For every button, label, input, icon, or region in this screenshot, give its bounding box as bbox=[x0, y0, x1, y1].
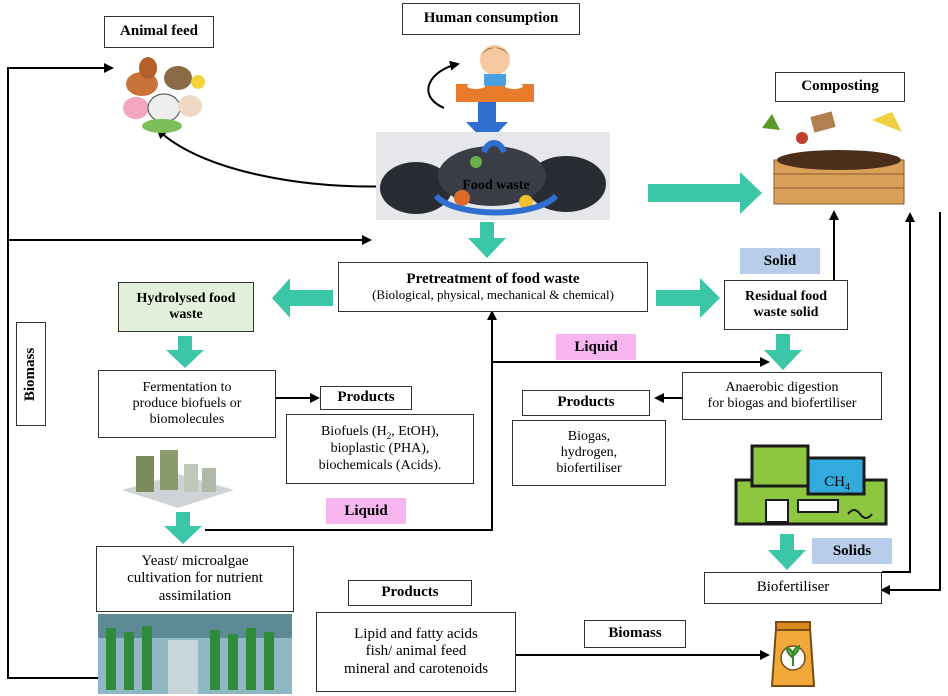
ch4-sub: 4 bbox=[844, 482, 850, 493]
products-bottom-box: Products bbox=[348, 580, 472, 606]
food-waste-pile bbox=[376, 132, 610, 220]
liquid-loop-to-pretreatment bbox=[205, 310, 497, 531]
products-bottom-label: Products bbox=[381, 584, 439, 601]
biomass-side-box: Biomass bbox=[16, 322, 46, 426]
food-waste-to-animal-feed bbox=[156, 128, 399, 188]
biofuels-suffix: , EtOH), bbox=[391, 424, 440, 440]
products-right-label: Products bbox=[557, 394, 615, 411]
fertiliser-bag-icon bbox=[770, 618, 816, 690]
composting-label: Composting bbox=[801, 78, 879, 95]
arrow-food-waste-to-pretreatment bbox=[468, 222, 506, 258]
arrow-to-yeast bbox=[164, 512, 202, 544]
fermentation-box: Fermentation to produce biofuels or biom… bbox=[98, 370, 276, 438]
fermentation-plant-illustration bbox=[118, 446, 236, 510]
mineral-line: mineral and carotenoids bbox=[343, 660, 489, 677]
bioplastic-line: bioplastic (PHA), bbox=[330, 441, 430, 457]
solid-tag: Solid bbox=[740, 248, 820, 274]
solid-label: Solid bbox=[763, 252, 797, 269]
ch4-label: CH4 bbox=[810, 474, 864, 493]
biofuels-box: Biofuels (H2, EtOH), bioplastic (PHA), b… bbox=[286, 414, 474, 484]
composting-box: Composting bbox=[775, 72, 905, 102]
arrow-to-composting bbox=[648, 172, 762, 214]
yeast-line3: assimilation bbox=[158, 587, 232, 604]
pretreatment-box: Pretreatment of food waste (Biological, … bbox=[338, 262, 648, 312]
fermentation-line1: Fermentation to bbox=[142, 379, 232, 395]
fermentation-line2: produce biofuels or bbox=[132, 395, 242, 411]
animals-illustration bbox=[118, 50, 210, 136]
pretreatment-title: Pretreatment of food waste bbox=[406, 270, 580, 287]
composting-to-biofertiliser bbox=[880, 212, 941, 595]
lipid-box: Lipid and fatty acids fish/ animal feed … bbox=[316, 612, 516, 692]
products-left-box: Products bbox=[320, 386, 412, 410]
biogas-line: Biogas, bbox=[567, 428, 611, 444]
biofertiliser-box-label: Biofertiliser bbox=[756, 579, 830, 596]
animal-feed-label: Animal feed bbox=[120, 23, 198, 40]
hydrolysed-line2: waste bbox=[169, 307, 203, 322]
products-right-box: Products bbox=[522, 390, 650, 416]
biofuels-prefix: Biofuels (H bbox=[320, 424, 387, 440]
biomass-side-label: Biomass bbox=[22, 347, 39, 401]
anaerobic-line2: for biogas and biofertiliser bbox=[707, 396, 857, 411]
solids-tag: Solids bbox=[812, 538, 892, 564]
biofuels-line: Biofuels (H2, EtOH), bbox=[321, 424, 439, 441]
biofertiliser-item-line: biofertiliser bbox=[556, 461, 622, 477]
yeast-line1: Yeast/ microalgae bbox=[141, 553, 249, 570]
compost-bin-illustration bbox=[752, 108, 928, 208]
liquid-top-label: Liquid bbox=[574, 338, 618, 355]
food-waste-label: Food waste bbox=[462, 178, 530, 193]
arrow-to-hydrolysed bbox=[272, 278, 333, 318]
human-consumption-label: Human consumption bbox=[423, 10, 559, 27]
hydrolysed-line1: Hydrolysed food bbox=[136, 290, 236, 306]
child-eating-illustration bbox=[456, 40, 534, 102]
biochemicals-line: biochemicals (Acids). bbox=[318, 457, 442, 473]
residual-line2: waste solid bbox=[753, 305, 819, 320]
biofuels-sub: 2 bbox=[386, 431, 392, 442]
residual-box: Residual food waste solid bbox=[724, 280, 848, 330]
liquid-tag-top: Liquid bbox=[556, 334, 636, 360]
biogas-box: Biogas, hydrogen, biofertiliser bbox=[512, 420, 666, 486]
pretreatment-subtitle: (Biological, physical, mechanical & chem… bbox=[372, 287, 614, 303]
animal-feed-box: Animal feed bbox=[104, 16, 214, 48]
human-consumption-box: Human consumption bbox=[402, 3, 580, 35]
biomass-bottom-box: Biomass bbox=[584, 620, 686, 648]
residual-line1: Residual food bbox=[744, 288, 828, 304]
liquid-tag-bottom: Liquid bbox=[326, 498, 406, 524]
arrow-to-residual bbox=[656, 278, 720, 318]
ch4-prefix: CH bbox=[824, 474, 845, 490]
biofertiliser-to-composting bbox=[882, 212, 915, 573]
solids-label: Solids bbox=[832, 542, 872, 559]
human-consumption-loop bbox=[427, 60, 460, 109]
anaerobic-line1: Anaerobic digestion bbox=[725, 379, 839, 395]
biogas-plant-illustration bbox=[722, 434, 898, 530]
arrow-plant-to-biofertiliser bbox=[768, 534, 806, 570]
liquid-bottom-label: Liquid bbox=[344, 502, 388, 519]
arrow-hydrolysed-to-fermentation bbox=[166, 336, 204, 368]
products-left-label: Products bbox=[337, 389, 395, 406]
microalgae-tanks-photo bbox=[98, 614, 292, 694]
fish-line: fish/ animal feed bbox=[365, 643, 467, 660]
yeast-line2: cultivation for nutrient bbox=[127, 570, 263, 587]
yeast-box: Yeast/ microalgae cultivation for nutrie… bbox=[96, 546, 294, 612]
arrow-residual-to-anaerobic bbox=[764, 334, 802, 370]
biomass-bottom-label: Biomass bbox=[608, 625, 662, 642]
hydrogen-line: hydrogen, bbox=[560, 444, 618, 460]
hydrolysed-box: Hydrolysed food waste bbox=[118, 282, 254, 332]
biofertiliser-box: Biofertiliser bbox=[704, 572, 882, 604]
lipid-line: Lipid and fatty acids bbox=[354, 626, 478, 643]
anaerobic-box: Anaerobic digestion for biogas and biofe… bbox=[682, 372, 882, 420]
fermentation-line3: biomolecules bbox=[149, 412, 225, 428]
biomass-loop-to-animal-feed bbox=[7, 63, 114, 679]
